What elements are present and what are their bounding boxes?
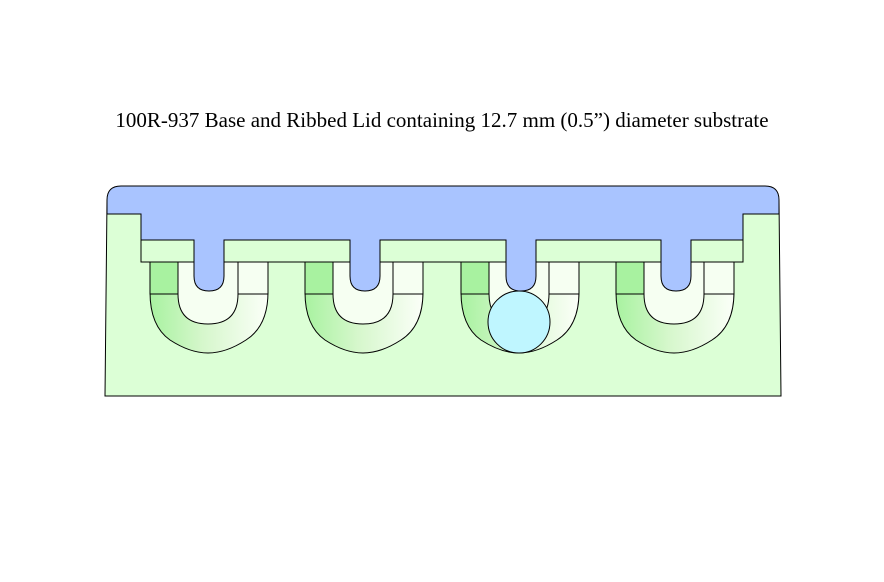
pocket-2-step-right: [392, 261, 424, 295]
pocket-4-step-right: [703, 261, 735, 295]
ribbed-lid: [106, 185, 780, 292]
pocket-2: [304, 261, 424, 354]
pocket-3-step-left: [460, 261, 490, 295]
diagram-title: 100R-937 Base and Ribbed Lid containing …: [115, 108, 769, 132]
pocket-1-step-left: [149, 261, 179, 295]
lid-seat-ledge: [140, 239, 744, 263]
pocket-1-step-right: [237, 261, 269, 295]
substrate-disc: [487, 290, 551, 354]
pocket-4-step-left: [615, 261, 645, 295]
pocket-2-step-left: [304, 261, 334, 295]
pocket-3-step-right: [548, 261, 580, 295]
